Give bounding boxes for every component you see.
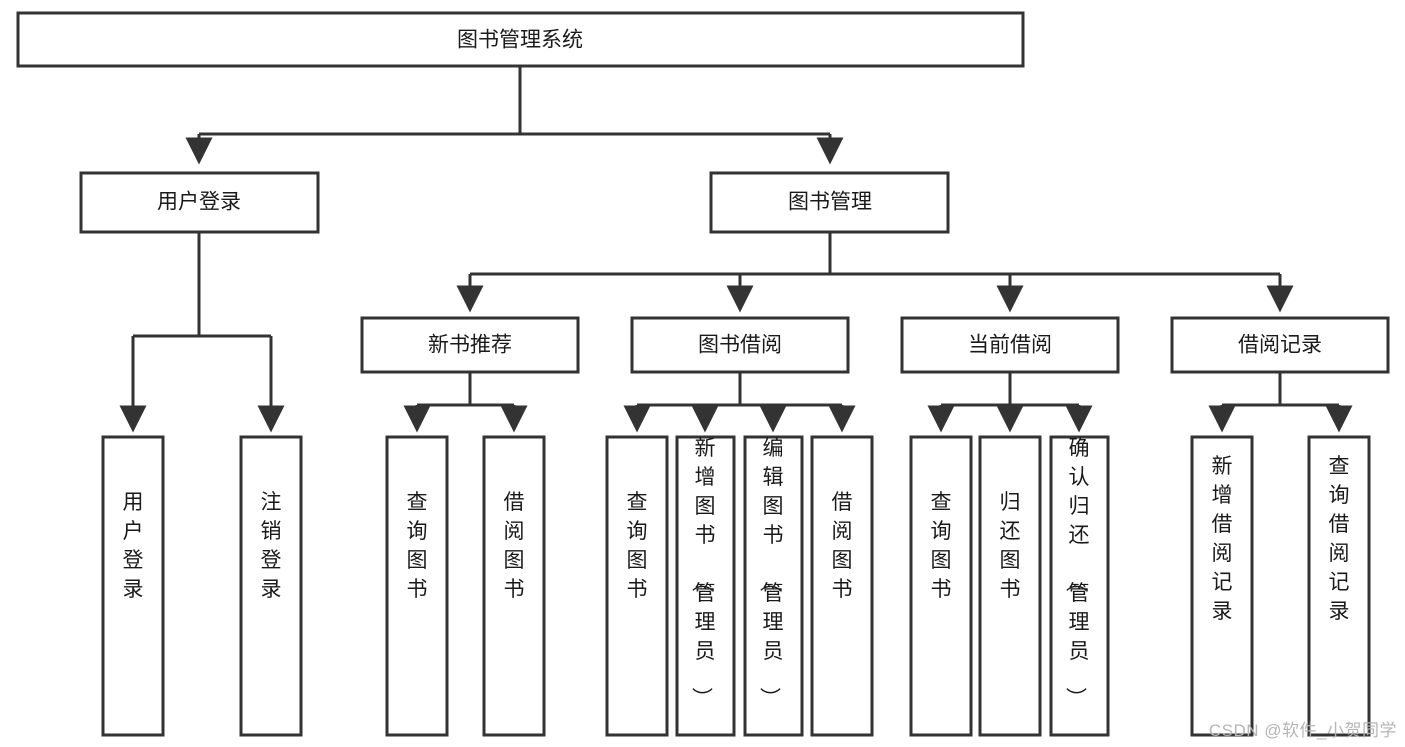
node-new-book-recommend-box[interactable] bbox=[360, 316, 580, 374]
leaf-br-add-record-box[interactable] bbox=[1190, 435, 1254, 737]
leaf-cb-confirm-return-box[interactable] bbox=[1049, 435, 1110, 737]
leaf-nb-borrow-book-label: 借阅图书 bbox=[504, 491, 525, 601]
leaf-cb-confirm-return[interactable]: 确认归还（管理员） bbox=[1049, 435, 1110, 737]
leaf-cb-confirm-return-label: 确认归还（管理员） bbox=[1064, 437, 1090, 708]
leaf-user-login-box[interactable] bbox=[101, 435, 165, 737]
node-book-manage-box[interactable] bbox=[709, 171, 950, 234]
leaf-br-query-record[interactable]: 查询借阅记录 bbox=[1307, 435, 1371, 737]
leaf-user-login-label: 用户登录 bbox=[123, 491, 144, 601]
leaf-cb-query-book-label: 查询图书 bbox=[931, 491, 952, 601]
leaf-nb-query-book-label: 查询图书 bbox=[407, 491, 428, 601]
node-root-box[interactable] bbox=[16, 11, 1025, 68]
leaf-bb-borrow-book-label: 借阅图书 bbox=[832, 491, 853, 601]
leaf-br-add-record[interactable]: 新增借阅记录 bbox=[1190, 435, 1254, 737]
leaf-bb-add-book-box[interactable] bbox=[675, 435, 736, 737]
node-current-borrow-label: 当前借阅 bbox=[968, 334, 1052, 357]
leaf-user-login[interactable]: 用户登录 bbox=[101, 435, 165, 737]
connector-user-login-to-leaves bbox=[119, 232, 285, 433]
leaf-br-add-record-label: 新增借阅记录 bbox=[1212, 455, 1233, 623]
connector-book-borrow-to-leaves bbox=[623, 372, 856, 433]
leaf-bb-query-book[interactable]: 查询图书 bbox=[605, 435, 669, 737]
node-book-manage-label: 图书管理 bbox=[788, 191, 872, 214]
leaf-bb-borrow-book-box[interactable] bbox=[810, 435, 874, 737]
node-root-label: 图书管理系统 bbox=[457, 29, 583, 52]
leaf-bb-add-book[interactable]: 新增图书（管理员） bbox=[675, 435, 736, 737]
leaf-logout-label: 注销登录 bbox=[261, 491, 282, 601]
node-current-borrow-box[interactable] bbox=[900, 316, 1120, 374]
connector-current-borrow-to-leaves bbox=[927, 372, 1093, 433]
leaf-bb-query-book-label: 查询图书 bbox=[627, 491, 648, 601]
node-borrow-record-box[interactable] bbox=[1170, 316, 1390, 374]
leaf-bb-edit-book[interactable]: 编辑图书（管理员） bbox=[743, 435, 804, 737]
leaf-nb-query-book-box[interactable] bbox=[385, 435, 449, 737]
leaf-cb-return-book-box[interactable] bbox=[978, 435, 1042, 737]
leaf-bb-borrow-book[interactable]: 借阅图书 bbox=[810, 435, 874, 737]
node-book-manage[interactable]: 图书管理 bbox=[709, 171, 950, 234]
leaf-nb-borrow-book-box[interactable] bbox=[482, 435, 546, 737]
leaf-cb-return-book[interactable]: 归还图书 bbox=[978, 435, 1042, 737]
leaf-cb-query-book[interactable]: 查询图书 bbox=[909, 435, 973, 737]
leaf-nb-query-book[interactable]: 查询图书 bbox=[385, 435, 449, 737]
node-user-login[interactable]: 用户登录 bbox=[79, 171, 320, 234]
connector-borrow-record-to-leaves bbox=[1208, 372, 1353, 433]
leaf-bb-edit-book-box[interactable] bbox=[743, 435, 804, 737]
leaf-br-query-record-label: 查询借阅记录 bbox=[1329, 455, 1350, 623]
node-book-borrow-label: 图书借阅 bbox=[698, 334, 782, 357]
node-borrow-record[interactable]: 借阅记录 bbox=[1170, 316, 1390, 374]
node-book-borrow-box[interactable] bbox=[630, 316, 850, 374]
node-book-borrow[interactable]: 图书借阅 bbox=[630, 316, 850, 374]
node-root[interactable]: 图书管理系统 bbox=[16, 11, 1025, 68]
leaf-bb-add-book-label: 新增图书（管理员） bbox=[690, 437, 716, 708]
connector-root-to-level1 bbox=[185, 66, 844, 165]
leaf-nb-borrow-book[interactable]: 借阅图书 bbox=[482, 435, 546, 737]
leaf-logout-box[interactable] bbox=[239, 435, 303, 737]
leaf-cb-query-book-box[interactable] bbox=[909, 435, 973, 737]
connector-new-book-to-leaves bbox=[403, 372, 528, 433]
leaf-bb-query-book-box[interactable] bbox=[605, 435, 669, 737]
node-new-book-recommend-label: 新书推荐 bbox=[428, 334, 512, 357]
leaf-br-query-record-box[interactable] bbox=[1307, 435, 1371, 737]
leaf-cb-return-book-label: 归还图书 bbox=[1000, 491, 1021, 601]
leaf-logout[interactable]: 注销登录 bbox=[239, 435, 303, 737]
node-current-borrow[interactable]: 当前借阅 bbox=[900, 316, 1120, 374]
node-user-login-label: 用户登录 bbox=[157, 191, 241, 214]
node-new-book-recommend[interactable]: 新书推荐 bbox=[360, 316, 580, 374]
connector-book-manage-to-level2 bbox=[456, 232, 1294, 313]
leaf-bb-edit-book-label: 编辑图书（管理员） bbox=[758, 437, 784, 708]
node-borrow-record-label: 借阅记录 bbox=[1238, 334, 1322, 357]
